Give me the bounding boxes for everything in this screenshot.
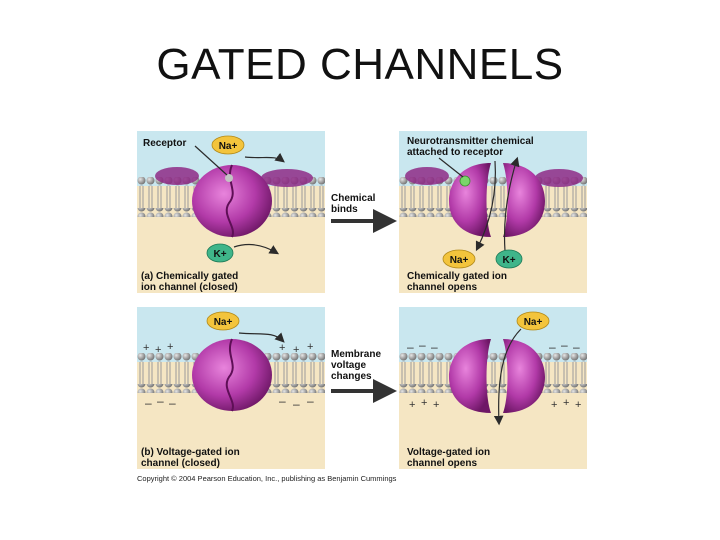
panel-a-closed: Receptor Na+ K+ (a) Chemically gated ion…	[137, 131, 325, 293]
caption-a-closed-1: (a) Chemically gated	[141, 271, 238, 282]
svg-text:+: +	[575, 399, 581, 411]
arrow-chemical-binds: Chemical binds	[331, 193, 397, 233]
na-influx-arrow	[493, 328, 522, 426]
svg-text:–: –	[419, 338, 426, 352]
caption-b-open-2: channel opens	[407, 458, 477, 469]
figure-svg: Receptor Na+ K+ (a) Chemically gated ion…	[137, 131, 587, 483]
neurotransmitter-molecule	[459, 175, 471, 187]
caption-a-closed-2: ion channel (closed)	[141, 282, 238, 293]
arrow-b-line2: voltage	[331, 360, 366, 371]
membrane-protein-left	[405, 167, 449, 185]
ion-na-label: Na+	[524, 317, 543, 328]
ion-k-bottom-a: K+	[206, 243, 234, 263]
charges-outside-positive: + + + + + +	[143, 341, 313, 356]
membrane-inner-heads	[399, 208, 587, 217]
svg-text:–: –	[431, 340, 438, 354]
svg-text:–: –	[157, 394, 164, 408]
gated-channels-figure: Receptor Na+ K+ (a) Chemically gated ion…	[135, 125, 590, 485]
panel-a-open: Neurotransmitter chemical attached to re…	[399, 131, 587, 293]
caption-a-open-2: channel opens	[407, 282, 477, 293]
svg-text:–: –	[145, 396, 152, 410]
arrow-membrane-voltage: Membrane voltage changes	[331, 349, 397, 403]
extracellular-area	[399, 307, 587, 362]
channel-protein-open	[449, 163, 545, 237]
svg-text:+: +	[155, 344, 161, 356]
svg-text:+: +	[143, 342, 149, 354]
svg-text:+: +	[421, 397, 427, 409]
ion-na-top-b: Na+	[206, 311, 240, 331]
arrow-b-line3: changes	[331, 371, 372, 382]
caption-b-closed-2: channel (closed)	[141, 458, 220, 469]
svg-text:–: –	[279, 394, 286, 408]
panel-b-open: Na+ –––––– ++++++ Voltage-gated ion chan…	[399, 307, 587, 469]
caption-a-open-1: Chemically gated ion	[407, 271, 507, 282]
svg-text:+: +	[563, 397, 569, 409]
membrane-protein-right	[261, 169, 313, 187]
receptor-site	[225, 174, 233, 182]
arrow-a-line2: binds	[331, 204, 358, 215]
svg-text:+: +	[551, 399, 557, 411]
ion-na-label: Na+	[219, 141, 238, 152]
membrane-protein-right	[535, 169, 583, 187]
channel-protein-closed	[192, 338, 272, 412]
caption-b-open-1: Voltage-gated ion	[407, 447, 490, 458]
copyright-note: Copyright © 2004 Pearson Education, Inc.…	[137, 474, 397, 483]
svg-text:+: +	[293, 344, 299, 356]
svg-text:+: +	[433, 399, 439, 411]
ion-k-label: K+	[213, 249, 226, 260]
svg-text:+: +	[167, 341, 173, 353]
note-line-1: Neurotransmitter chemical	[407, 136, 534, 147]
svg-text:–: –	[169, 396, 176, 410]
k-arrow-blocked	[233, 243, 280, 255]
k-efflux-arrow	[503, 156, 520, 252]
ion-na-open-a: Na+	[442, 249, 476, 269]
membrane-protein-left	[155, 167, 199, 185]
panel-b-closed: Na+ ++++++ –––––– (b) Voltage-gated ion …	[137, 307, 325, 469]
svg-text:+: +	[409, 399, 415, 411]
svg-text:+: +	[307, 341, 313, 353]
channel-protein-open	[449, 339, 545, 413]
charges-inside-negative: ––––––	[145, 394, 314, 411]
ion-k-label: K+	[502, 255, 515, 266]
arrow-a-line1: Chemical	[331, 193, 376, 204]
ion-na-label: Na+	[214, 317, 233, 328]
svg-text:–: –	[573, 340, 580, 354]
charges-inside-positive: + + + + + +	[409, 397, 581, 411]
svg-text:–: –	[561, 338, 568, 352]
svg-text:–: –	[293, 397, 300, 411]
na-arrow-blocked	[238, 332, 285, 343]
svg-text:–: –	[407, 340, 414, 354]
na-influx-arrow	[475, 160, 496, 252]
ion-na-top-a: Na+	[211, 135, 245, 155]
note-line-2: attached to receptor	[407, 147, 503, 158]
receptor-pointer	[194, 145, 228, 176]
ion-na-label: Na+	[450, 255, 469, 266]
membrane-tails	[399, 362, 587, 384]
membrane-inner-heads	[399, 384, 587, 393]
svg-text:–: –	[549, 340, 556, 354]
svg-text:+: +	[279, 342, 285, 354]
note-pointer	[438, 157, 464, 178]
receptor-label: Receptor	[143, 138, 186, 149]
na-arrow-blocked	[244, 152, 285, 163]
charges-outside-negative: ––––––	[407, 338, 580, 354]
membrane-outer-heads	[399, 353, 587, 362]
caption-b-closed-1: (b) Voltage-gated ion	[141, 447, 240, 458]
arrow-b-line1: Membrane	[331, 349, 381, 360]
ion-na-top-b-open: Na+	[516, 311, 550, 331]
svg-text:–: –	[307, 394, 314, 408]
slide-title: GATED CHANNELS	[156, 40, 564, 89]
ion-k-open-a: K+	[495, 249, 523, 269]
membrane-outer-heads	[399, 177, 587, 186]
